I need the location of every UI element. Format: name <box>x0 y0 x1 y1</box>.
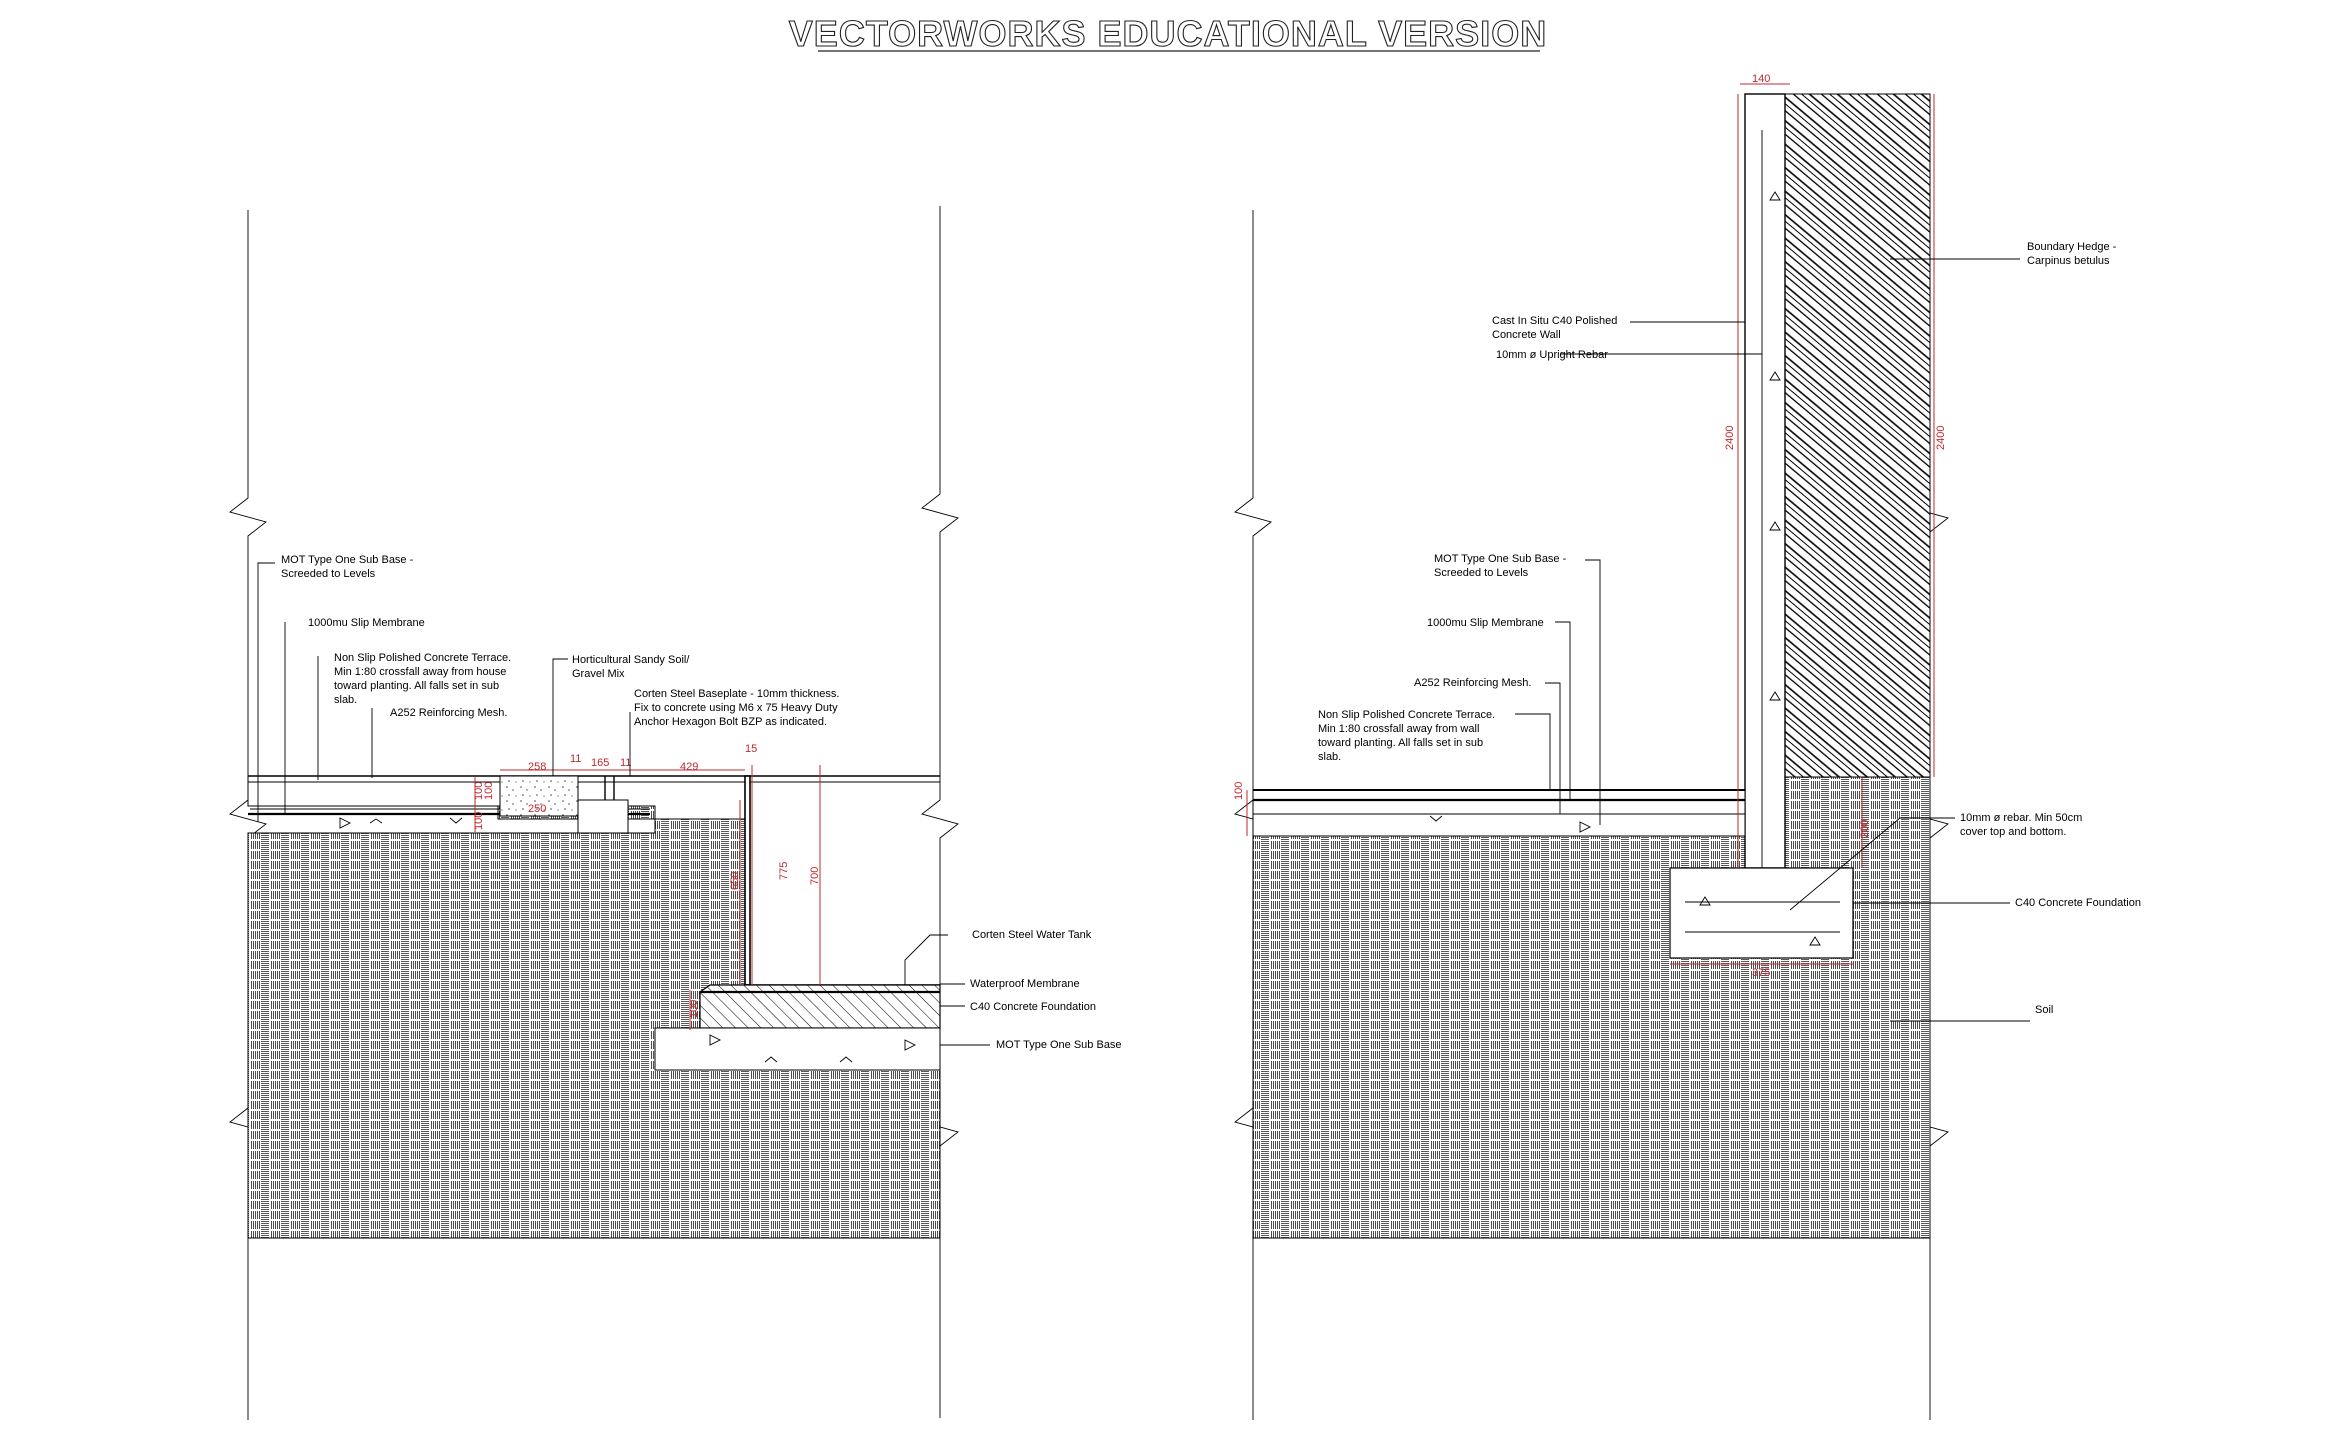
right-wall-tri-3 <box>1769 521 1781 531</box>
left-sub-tri-2 <box>764 1056 778 1063</box>
right-label-terrace-1: Non Slip Polished Concrete Terrace. <box>1318 709 1495 721</box>
left-sub-tri-4 <box>904 1039 917 1051</box>
right-terrace-slab <box>1252 789 1746 837</box>
right-leaders <box>1515 258 2030 1022</box>
right-dimensions <box>1246 83 1935 965</box>
right-label-rebar: 10mm ø Upright Rebar <box>1496 349 1608 361</box>
left-label-waterproof: Waterproof Membrane <box>970 978 1080 990</box>
watermark-text: VECTORWORKS EDUCATIONAL VERSION <box>789 13 1547 54</box>
left-subbase-tri-2 <box>369 818 383 824</box>
left-label-terrace-2: Min 1:80 crossfall away from house <box>334 666 506 678</box>
right-foundation <box>1669 867 1854 959</box>
left-sub-tri-3 <box>839 1056 853 1063</box>
dim-15: 15 <box>745 743 757 755</box>
left-planter-edge <box>577 799 629 834</box>
right-foundation-tri-1 <box>1699 896 1711 906</box>
dim-100a: 100 <box>473 782 485 800</box>
right-label-terrace-3: toward planting. All falls set in sub <box>1318 737 1483 749</box>
right-label-mot-2: Screeded to Levels <box>1434 567 1529 579</box>
right-sub-tri-2 <box>1579 821 1592 833</box>
left-section: 258 11 165 11 429 15 250 100 100 100 775… <box>229 206 1122 1420</box>
left-label-mot-1: MOT Type One Sub Base - <box>281 554 414 566</box>
right-concrete-wall <box>1744 93 1786 869</box>
left-label-soil-mix-2: Gravel Mix <box>572 668 625 680</box>
left-mot-sub-base <box>654 1027 941 1071</box>
right-label-mot-1: MOT Type One Sub Base - <box>1434 553 1567 565</box>
left-label-sub-base: MOT Type One Sub Base <box>996 1039 1122 1051</box>
left-label-baseplate-1: Corten Steel Baseplate - 10mm thickness. <box>634 688 839 700</box>
right-section: 140 2400 2400 100 200 375 Boundary Hedge… <box>1233 73 2141 1420</box>
right-hedge <box>1784 93 1931 778</box>
left-label-terrace-3: toward planting. All falls set in sub <box>334 680 499 692</box>
left-water-tank-wall <box>744 775 751 986</box>
right-label-wall-2: Concrete Wall <box>1492 329 1561 341</box>
dim-100c: 100 <box>483 782 495 800</box>
right-label-rebar-cover-2: cover top and bottom. <box>1960 826 2066 838</box>
left-terrace-slab <box>247 775 501 807</box>
dim-2400b: 2400 <box>1935 426 1947 450</box>
right-label-slip-membrane: 1000mu Slip Membrane <box>1427 617 1544 629</box>
dim-250: 250 <box>528 803 546 815</box>
dim-100: 100 <box>1233 782 1245 800</box>
right-sub-tri-1 <box>1429 815 1443 822</box>
dim-2400a: 2400 <box>1724 426 1736 450</box>
left-label-slip-membrane: 1000mu Slip Membrane <box>308 617 425 629</box>
dim-375: 375 <box>1752 967 1770 979</box>
left-label-terrace-4: slab. <box>334 694 357 706</box>
right-label-terrace-4: slab. <box>1318 751 1341 763</box>
dim-200: 200 <box>1859 820 1871 838</box>
left-label-water-tank: Corten Steel Water Tank <box>972 929 1092 941</box>
right-label-wall-1: Cast In Situ C40 Polished <box>1492 315 1617 327</box>
left-subbase-tri-1 <box>339 817 352 829</box>
right-label-foundation: C40 Concrete Foundation <box>2015 897 2141 909</box>
left-label-terrace-1: Non Slip Polished Concrete Terrace. <box>334 652 511 664</box>
left-label-baseplate-3: Anchor Hexagon Bolt BZP as indicated. <box>634 716 827 728</box>
right-wall-tri-4 <box>1769 691 1781 701</box>
dim-775: 775 <box>778 862 790 880</box>
right-label-rebar-cover-1: 10mm ø rebar. Min 50cm <box>1960 812 2082 824</box>
right-wall-tri-1 <box>1769 191 1781 201</box>
dim-700: 700 <box>809 867 821 885</box>
right-label-soil: Soil <box>2035 1004 2053 1016</box>
dim-258: 258 <box>528 761 546 773</box>
dim-11b: 11 <box>620 757 631 769</box>
right-soil <box>1252 776 1931 1239</box>
left-label-mot-2: Screeded to Levels <box>281 568 376 580</box>
right-label-mesh: A252 Reinforcing Mesh. <box>1414 677 1531 689</box>
left-leaders <box>257 562 990 1046</box>
right-wall-tri-2 <box>1769 371 1781 381</box>
dim-100b: 100 <box>473 812 485 830</box>
left-label-foundation: C40 Concrete Foundation <box>970 1001 1096 1013</box>
left-label-baseplate-2: Fix to concrete using M6 x 75 Heavy Duty <box>634 702 838 714</box>
left-dimensions <box>474 765 821 1030</box>
right-label-hedge-2: Carpinus betulus <box>2027 255 2110 267</box>
left-break-line-right <box>921 206 959 1418</box>
left-label-soil-mix-1: Horticultural Sandy Soil/ <box>572 654 690 666</box>
dim-165: 165 <box>591 757 609 769</box>
left-label-mesh: A252 Reinforcing Mesh. <box>390 707 507 719</box>
left-sub-tri-1 <box>709 1034 722 1046</box>
dim-100d: 100 <box>688 1000 700 1018</box>
dim-650: 650 <box>729 872 741 890</box>
dim-429: 429 <box>680 761 698 773</box>
right-label-hedge-1: Boundary Hedge - <box>2027 241 2117 253</box>
left-subbase-tri-3 <box>449 817 463 824</box>
right-label-terrace-2: Min 1:80 crossfall away from wall <box>1318 723 1479 735</box>
right-foundation-tri-2 <box>1809 936 1821 946</box>
dim-140: 140 <box>1752 73 1770 85</box>
left-planter-soil <box>499 775 579 817</box>
dim-11a: 11 <box>570 753 581 765</box>
